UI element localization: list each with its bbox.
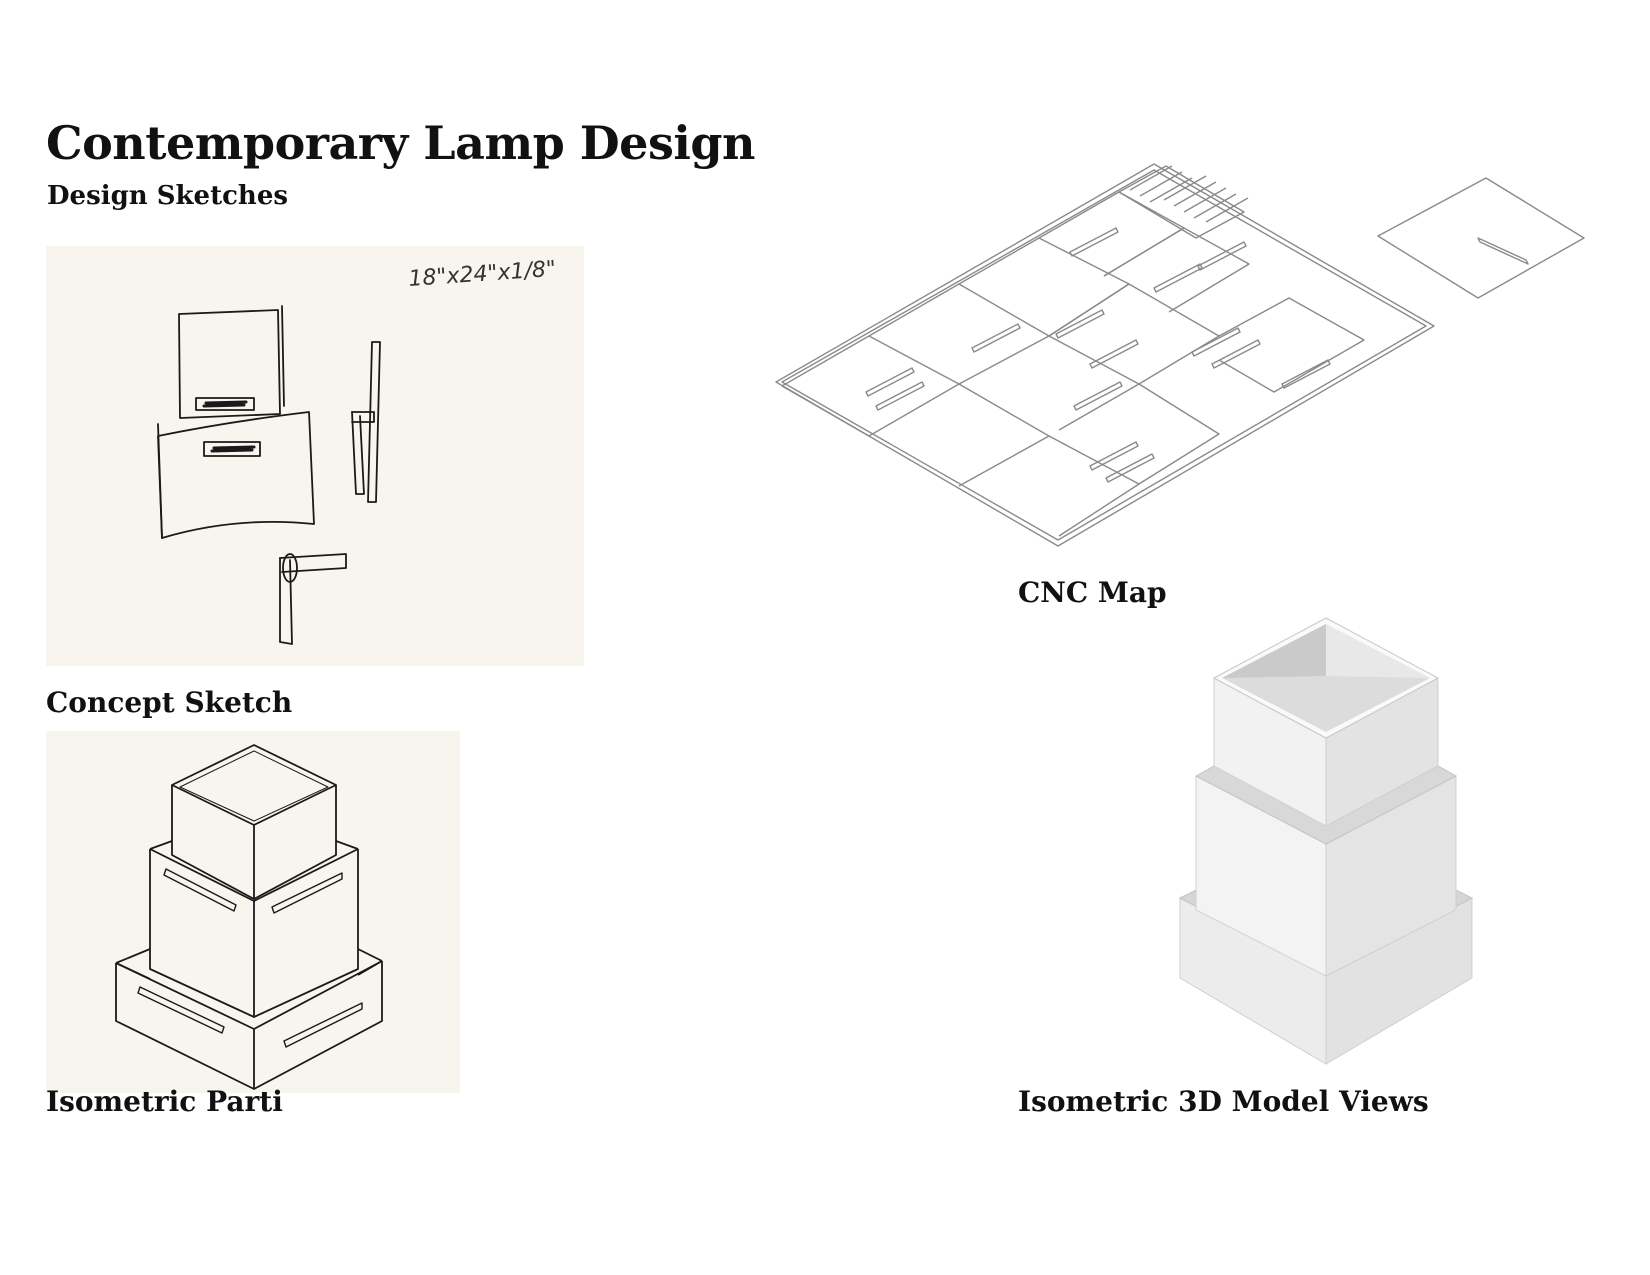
model-view-render [1178,617,1474,1065]
model-view-image [1176,616,1476,1066]
model-views-caption: Isometric 3D Model Views [1018,1085,1429,1118]
isometric-parti-image [46,731,460,1093]
concept-sketch-drawing: 18"x24"x1/8" [157,257,557,645]
isometric-parti-caption: Isometric Parti [46,1085,283,1118]
dimension-note: 18"x24"x1/8" [408,257,557,292]
cnc-map-image [774,160,1594,550]
isometric-parti-drawing [115,744,383,1090]
page-title: Contemporary Lamp Design [46,116,755,170]
concept-sketch-caption: Concept Sketch [46,686,293,719]
concept-sketch-image: 18"x24"x1/8" [46,246,584,666]
cnc-map-caption: CNC Map [1018,576,1167,609]
cnc-map-drawing [775,163,1585,547]
page-subtitle: Design Sketches [47,181,288,211]
